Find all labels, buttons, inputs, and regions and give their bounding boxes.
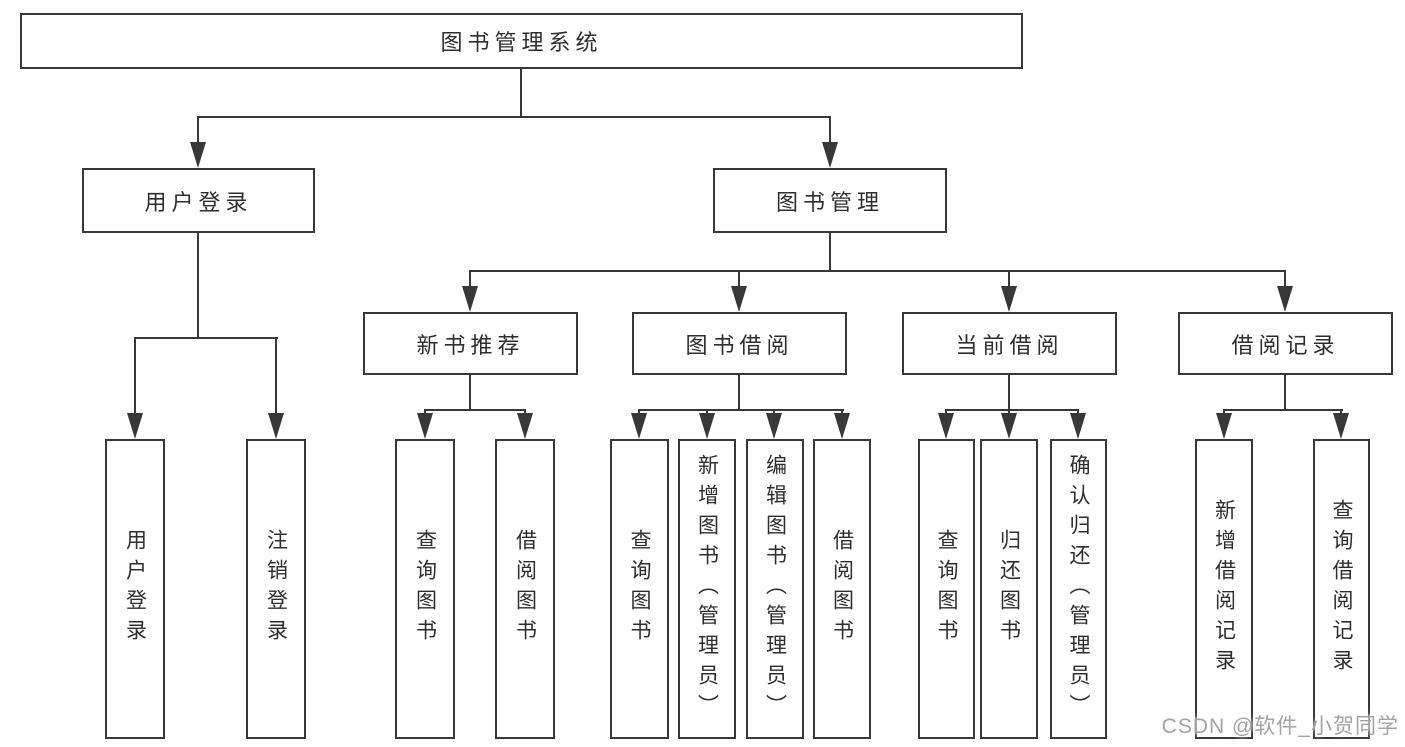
arrow-down-icon — [699, 413, 715, 439]
edge-to-new-book-recommend — [469, 270, 471, 288]
node-query-books-current: 查询图书 — [918, 439, 975, 739]
node-label: 注销登录 — [264, 529, 288, 649]
edge-leaf-shaft — [1077, 409, 1079, 415]
node-label: 新书推荐 — [416, 332, 525, 358]
edge-leaf-shaft — [1223, 409, 1225, 415]
node-label: 图书管理系统 — [440, 30, 603, 55]
node-label: 当前借阅 — [955, 332, 1064, 358]
node-label: 查询图书 — [935, 529, 958, 649]
node-label: 查询图书 — [628, 529, 651, 649]
edge-leaf-shaft — [1340, 409, 1342, 415]
arrow-down-icon — [127, 413, 143, 439]
arrow-down-icon — [822, 142, 838, 168]
edge-book-borrow-bar — [638, 409, 844, 411]
arrow-down-icon — [462, 286, 478, 312]
edge-to-book-borrow — [738, 270, 740, 288]
node-label: 借阅图书 — [513, 529, 537, 649]
node-label: 查询借阅记录 — [1330, 499, 1353, 679]
arrow-down-icon — [517, 413, 533, 439]
edge-current-borrow-stub — [1008, 375, 1010, 411]
node-root: 图书管理系统 — [20, 13, 1023, 69]
edge-new-book-recommend-bar — [424, 409, 526, 411]
edge-borrow-records-bar — [1223, 409, 1343, 411]
node-query-books-borrow: 查询图书 — [610, 439, 669, 739]
edge-to-user-login — [197, 116, 199, 144]
edge-current-borrow-bar — [945, 409, 1079, 411]
arrow-down-icon — [1001, 413, 1017, 439]
node-add-books-admin: 新增图书（管理员） — [678, 439, 736, 739]
node-label: 用户登录 — [144, 189, 253, 215]
node-label: 确认归还（管理员） — [1067, 454, 1090, 724]
edge-book-management-bar — [469, 270, 1286, 272]
node-query-borrow-record: 查询借阅记录 — [1313, 439, 1370, 739]
edge-to-book-management — [829, 116, 831, 144]
edge-to-borrow-records — [1284, 270, 1286, 288]
edge-book-management-stub — [829, 232, 831, 272]
edge-to-current-borrow — [1008, 270, 1010, 288]
edge-leaf-shaft — [524, 409, 526, 415]
node-query-books-recommend: 查询图书 — [395, 439, 455, 739]
node-label: 借阅记录 — [1231, 332, 1340, 358]
node-logout-leaf: 注销登录 — [246, 439, 306, 739]
node-label: 图书管理 — [775, 189, 884, 215]
node-current-borrow: 当前借阅 — [902, 312, 1117, 375]
arrow-down-icon — [1216, 413, 1232, 439]
arrow-down-icon — [417, 413, 433, 439]
arrow-down-icon — [190, 142, 206, 168]
node-label: 新增图书（管理员） — [695, 454, 719, 724]
node-return-books: 归还图书 — [980, 439, 1038, 739]
node-borrow-books-borrow: 借阅图书 — [813, 439, 871, 739]
node-borrow-books-recommend: 借阅图书 — [495, 439, 555, 739]
arrow-down-icon — [1001, 286, 1017, 312]
node-edit-books-admin: 编辑图书（管理员） — [746, 439, 804, 739]
node-label: 图书借阅 — [685, 332, 794, 358]
edge-leaf-shaft — [773, 409, 775, 415]
edge-root-bar — [197, 116, 831, 118]
node-label: 新增借阅记录 — [1212, 499, 1236, 679]
node-book-management: 图书管理 — [713, 168, 947, 233]
edge-root-stub — [520, 69, 522, 118]
edge-leaf-shaft — [1008, 409, 1010, 415]
edge-leaf-shaft — [424, 409, 426, 415]
node-label: 查询图书 — [413, 529, 437, 649]
node-add-borrow-record: 新增借阅记录 — [1195, 439, 1253, 739]
edge-new-book-recommend-stub — [469, 375, 471, 411]
edge-leaf-shaft — [706, 409, 708, 415]
node-label: 归还图书 — [997, 529, 1021, 649]
arrow-down-icon — [766, 413, 782, 439]
node-book-borrow: 图书借阅 — [632, 312, 847, 375]
edge-user-login-bar — [134, 337, 278, 339]
node-label: 借阅图书 — [830, 529, 854, 649]
arrow-down-icon — [1333, 413, 1349, 439]
edge-book-borrow-stub — [738, 375, 740, 411]
edge-to-login-leaf — [134, 337, 136, 415]
arrow-down-icon — [938, 413, 954, 439]
edge-to-logout-leaf — [275, 337, 277, 415]
node-confirm-return-admin: 确认归还（管理员） — [1050, 439, 1107, 739]
edge-borrow-records-stub — [1284, 375, 1286, 411]
watermark: CSDN @软件_小贺同学 — [1161, 715, 1399, 738]
node-borrow-records: 借阅记录 — [1178, 312, 1393, 375]
edge-leaf-shaft — [945, 409, 947, 415]
node-login-leaf: 用户登录 — [105, 439, 165, 739]
edge-leaf-shaft — [841, 409, 843, 415]
node-user-login: 用户登录 — [82, 168, 315, 233]
edge-leaf-shaft — [638, 409, 640, 415]
arrow-down-icon — [1070, 413, 1086, 439]
arrow-down-icon — [1277, 286, 1293, 312]
node-new-book-recommend: 新书推荐 — [363, 312, 578, 375]
arrow-down-icon — [731, 286, 747, 312]
arrow-down-icon — [631, 413, 647, 439]
arrow-down-icon — [268, 413, 284, 439]
arrow-down-icon — [834, 413, 850, 439]
node-label: 用户登录 — [123, 529, 147, 649]
node-label: 编辑图书（管理员） — [763, 454, 787, 724]
edge-user-login-stub — [197, 233, 199, 339]
